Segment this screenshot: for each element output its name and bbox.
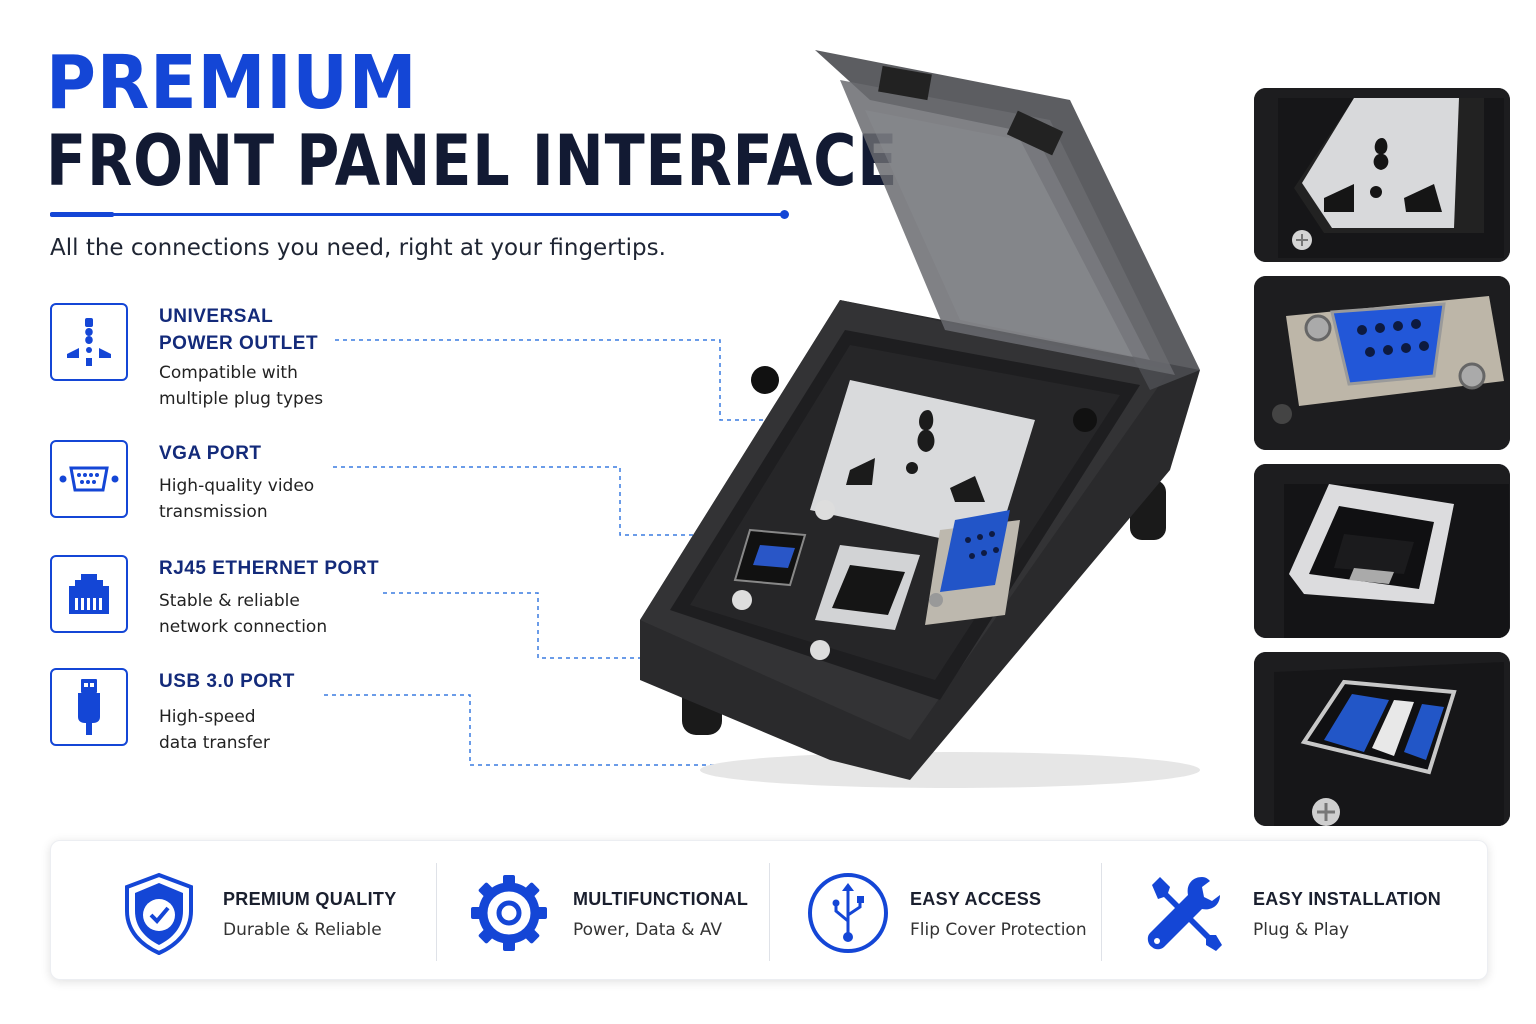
benefit-subtitle: Plug & Play (1253, 920, 1350, 940)
feature-heading: VGA PORT (159, 443, 262, 464)
shield-check-icon (125, 872, 193, 955)
usb-circle-icon (808, 873, 888, 953)
benefit-title: EASY INSTALLATION (1253, 889, 1442, 909)
title-premium: PREMIUM (46, 40, 418, 126)
benefit-title: MULTIFUNCTIONAL (573, 889, 749, 909)
feature-usb: USB 3.0 PORT High-speed data transfer (50, 668, 470, 758)
divider (769, 863, 770, 961)
power-outlet-icon (50, 303, 128, 381)
feature-heading: RJ45 ETHERNET PORT (159, 558, 380, 579)
thumbnail-vga (1254, 276, 1510, 450)
thumbnail-rj45 (1254, 464, 1510, 638)
feature-vga: VGA PORT High-quality video transmission (50, 440, 470, 530)
benefit-easy-installation: EASY INSTALLATION Plug & Play (1102, 841, 1488, 981)
benefit-title: PREMIUM QUALITY (223, 889, 397, 909)
feature-power-outlet: UNIVERSAL POWER OUTLET Compatible with m… (50, 303, 470, 409)
tools-icon (1147, 877, 1222, 951)
benefit-subtitle: Durable & Reliable (223, 920, 382, 940)
usb-plug-icon (50, 668, 128, 746)
feature-description: High-speed data transfer (159, 707, 270, 753)
benefit-title: EASY ACCESS (910, 889, 1042, 909)
feature-description: Stable & reliable network connection (159, 591, 328, 637)
thumbnail-outlet (1254, 88, 1510, 262)
divider (436, 863, 437, 961)
benefit-multifunctional: MULTIFUNCTIONAL Power, Data & AV (437, 841, 769, 981)
vga-port-icon (50, 440, 128, 518)
feature-heading: UNIVERSAL POWER OUTLET (159, 306, 319, 354)
title-divider (50, 210, 789, 219)
subtitle: All the connections you need, right at y… (50, 235, 666, 261)
benefit-subtitle: Power, Data & AV (573, 920, 723, 940)
benefit-subtitle: Flip Cover Protection (910, 920, 1087, 940)
ethernet-port-icon (50, 555, 128, 633)
feature-description: Compatible with multiple plug types (159, 363, 324, 409)
benefit-premium-quality: PREMIUM QUALITY Durable & Reliable (51, 841, 436, 981)
gear-icon (471, 875, 547, 951)
divider (1101, 863, 1102, 961)
feature-description: High-quality video transmission (159, 476, 315, 522)
benefits-bar: PREMIUM QUALITY Durable & Reliable MULTI… (50, 840, 1488, 980)
feature-heading: USB 3.0 PORT (159, 671, 295, 692)
benefit-easy-access: EASY ACCESS Flip Cover Protection (770, 841, 1100, 981)
feature-rj45: RJ45 ETHERNET PORT Stable & reliable net… (50, 555, 470, 645)
thumbnail-usb (1254, 652, 1510, 826)
title-main: FRONT PANEL INTERFACE (46, 120, 899, 202)
device-illustration (640, 50, 1200, 788)
